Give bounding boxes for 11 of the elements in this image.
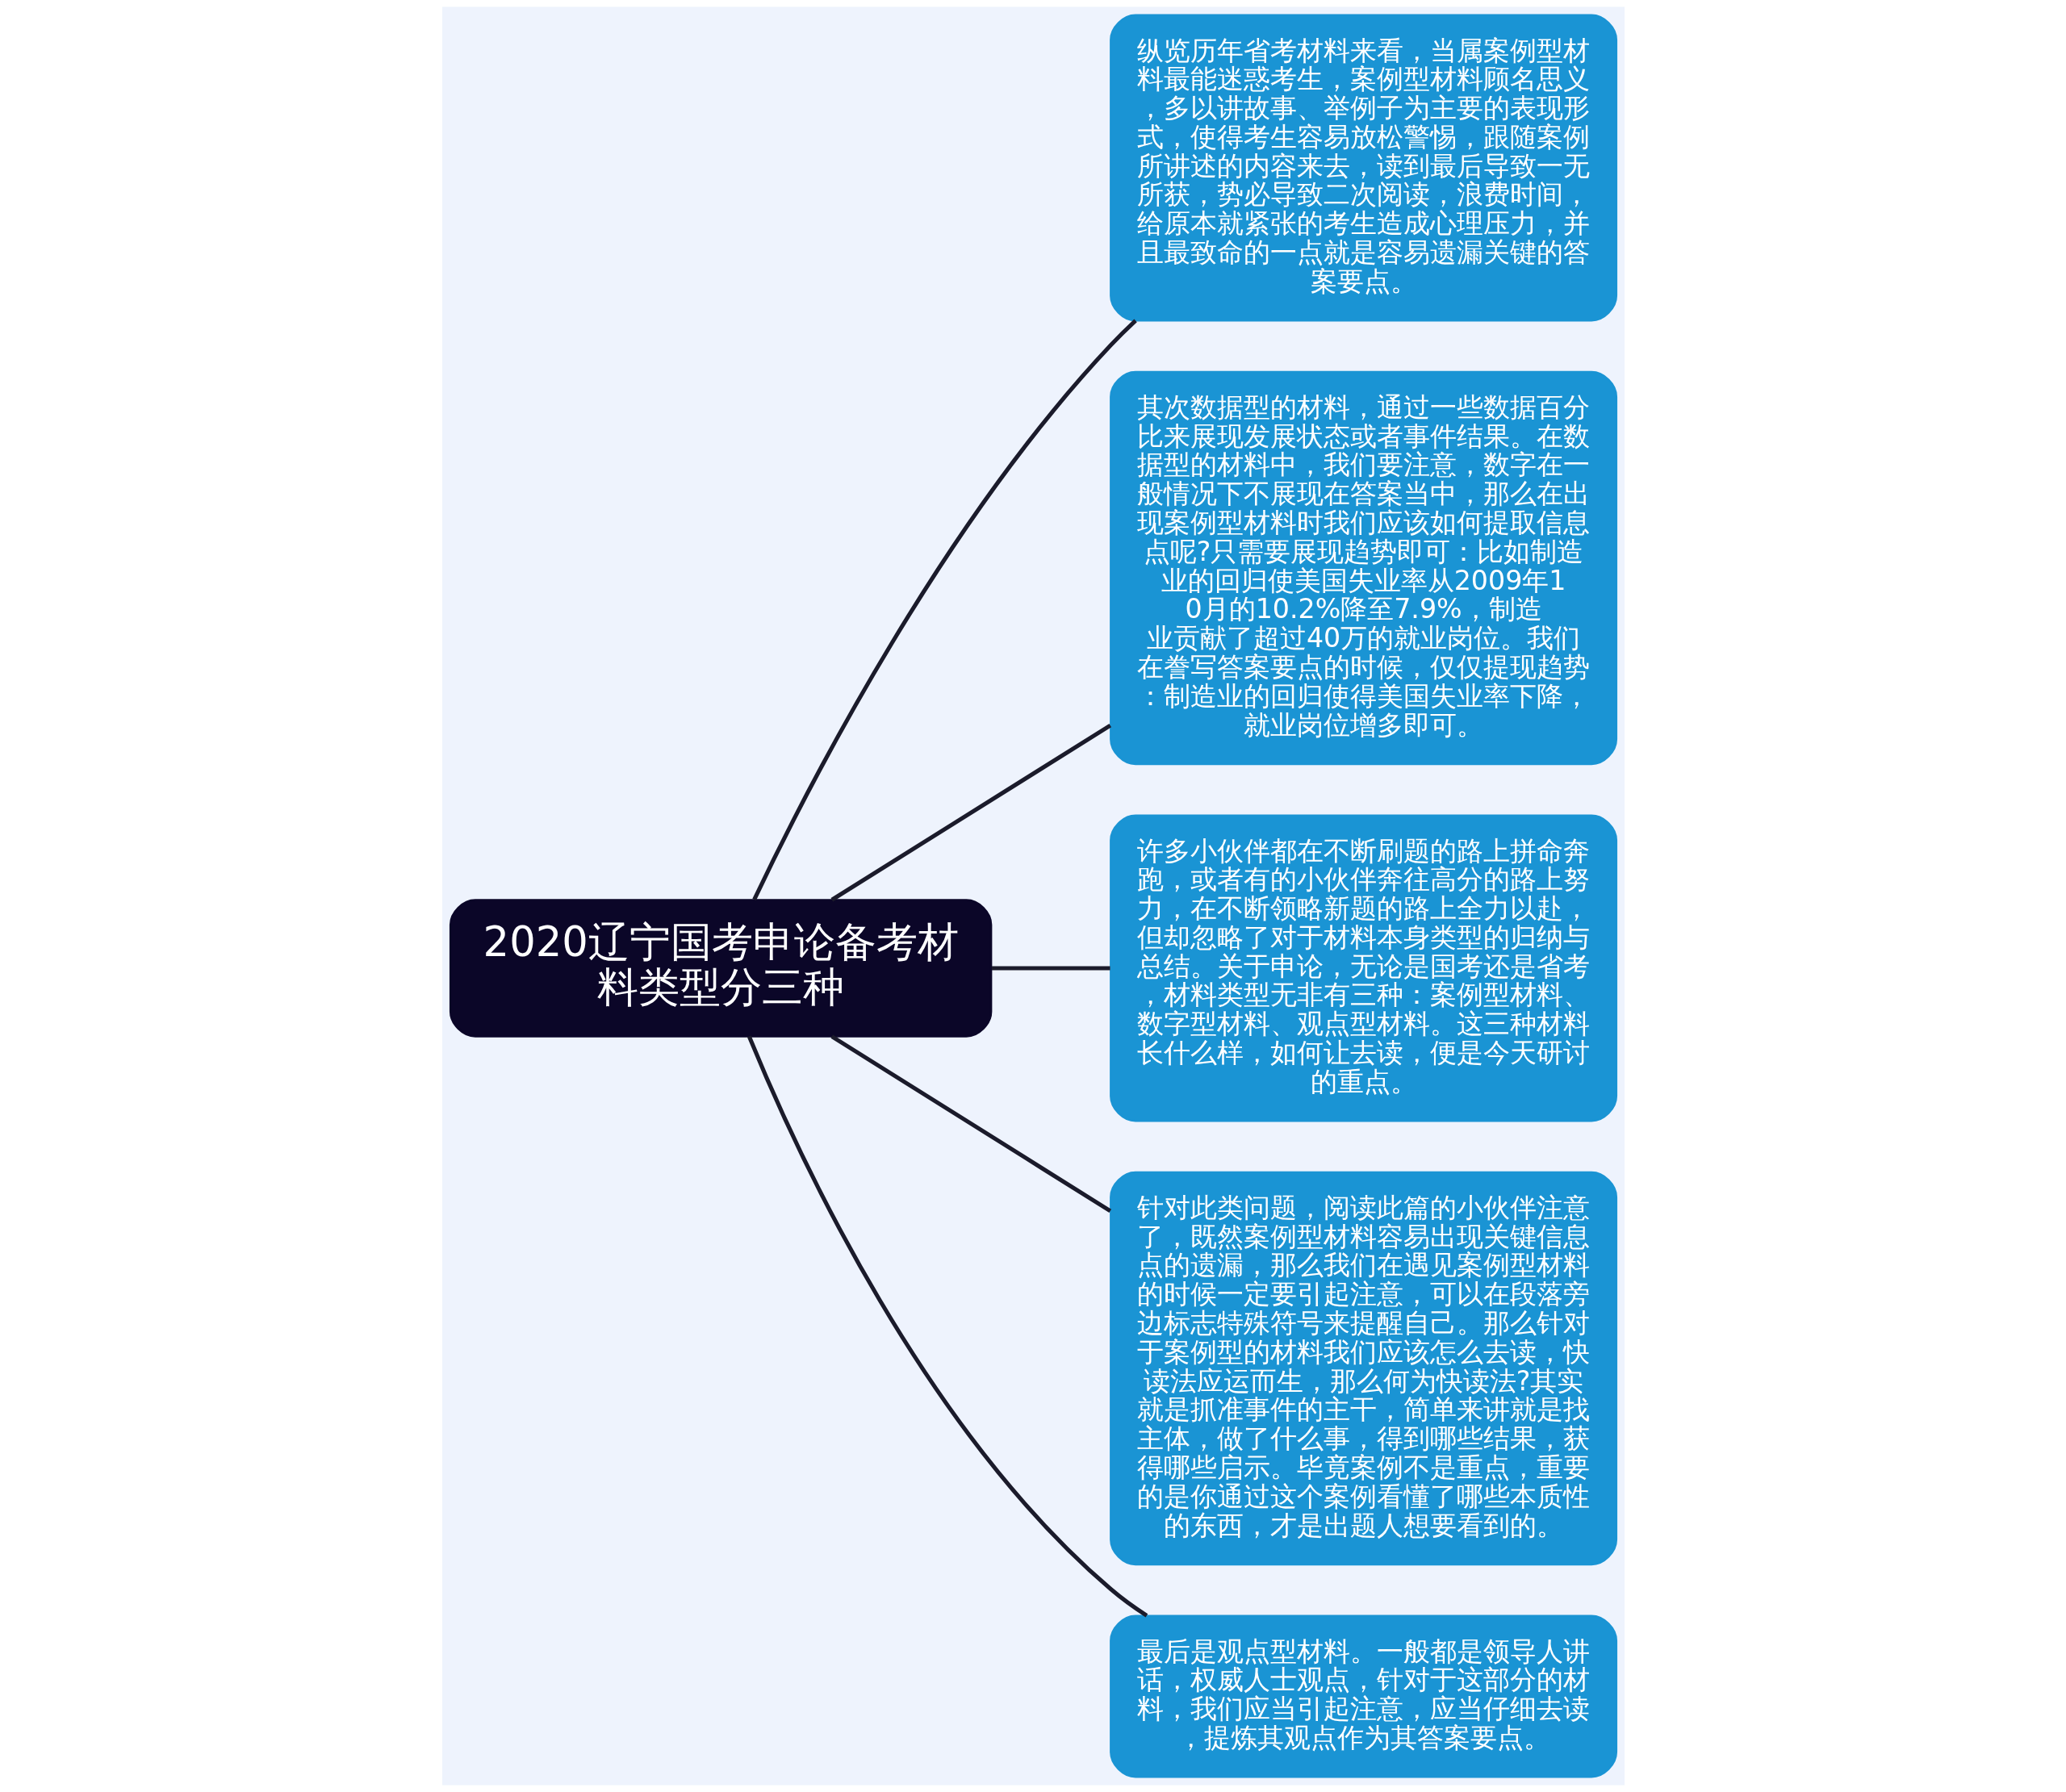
node-box: 许多小伙伴都在不断刷题的路上拼命奔跑，或者有的小伙伴奔往高分的路上努力，在不断领略新题的路上全力以赴，但却忽略了对于材料本身类型的归纳与总结。关于申论，无论是国考还是省考，材料类型无非有三种：案例型材料、数字型材料、观点型材料。这三种材料长什么样，如何让去读，便是今天研讨的重点。 (1109, 814, 1617, 1122)
node-box: 其次数据型的材料，通过一些数据百分比来展现发展状态或者事件结果。在数据型的材料中，我们要注意，数字在一般情况下不展现在答案当中，那么在出现案例型材料时我们应该如何提取信息点呢?只需要展现趋势即可：比如制造业的回归使美国失业率从2009年10月的10.2%降至7.9%，制造业贡献了超过40万的就业岗位。我们在誊写答案要点的时候，仅仅提现趋势：制造业的回归使得美国失业率下降，就业岗位增多即可。 (1109, 370, 1617, 766)
node-box: 纵览历年省考材料来看，当属案例型材料最能迷惑考生，案例型材料顾名思义，多以讲故事、举例子为主要的表现形式，使得考生容易放松警惕，跟随案例所讲述的内容来去，读到最后导致一无所获，势必导致二次阅读，浪费时间，给原本就紧张的考生造成心理压力，并且最致命的一点就是容易遗漏关键的答案要点。 (1109, 14, 1617, 322)
connector (751, 319, 1137, 900)
connector (830, 723, 1111, 902)
node-box: 最后是观点型材料。一般都是领导人讲话，权威人士观点，针对于这部分的材料，我们应当引起注意，应当仔细去读，提炼其观点作为其答案要点。 (1109, 1614, 1617, 1778)
connector (747, 1035, 1148, 1618)
node-box: 针对此类问题，阅读此篇的小伙伴注意了，既然案例型材料容易出现关键信息点的遗漏，那么我们在遇见案例型材料的时候一定要引起注意，可以在段落旁边标志特殊符号来提醒自己。那么针对于案例型的材料我们应该怎么去读，快读法应运而生，那么何为快读法?其实就是抓准事件的主干，简单来讲就是找主体，做了什么事，得到哪些结果，获得哪些启示。毕竟案例不是重点，重要的是你通过这个案例看懂了哪些本质性的东西，才是出题人想要看到的。 (1109, 1171, 1617, 1566)
connector (830, 1034, 1111, 1213)
node-box: 2020辽宁国考申论备考材料类型分三种 (449, 899, 992, 1038)
connector (991, 966, 1110, 971)
